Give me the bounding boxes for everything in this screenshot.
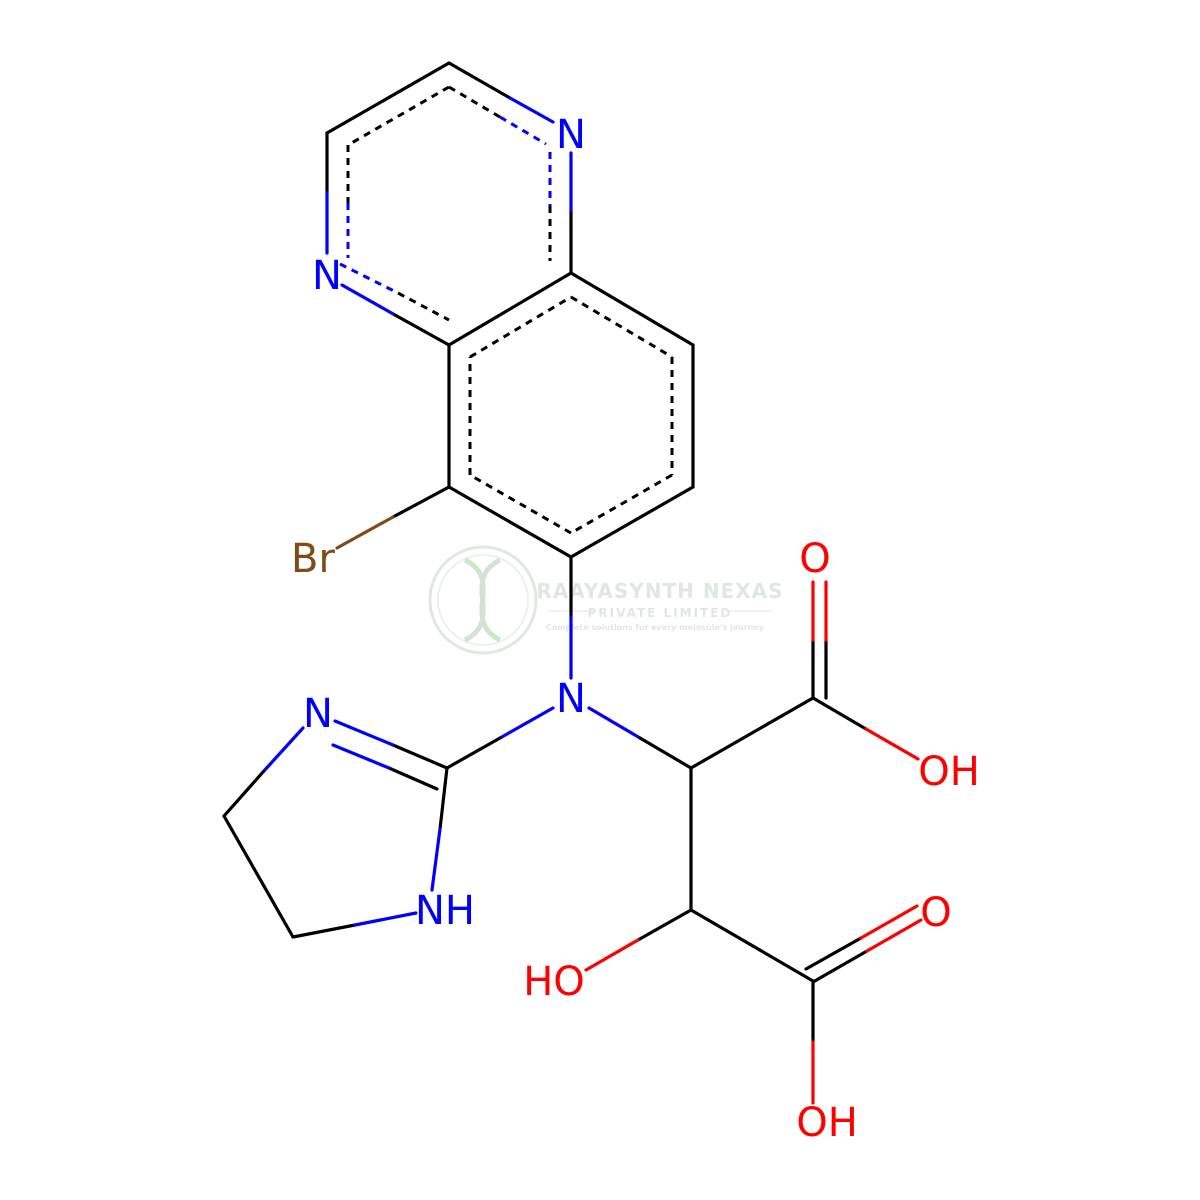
bond — [331, 743, 391, 770]
nitrogen-atom-label: N — [556, 112, 586, 158]
bond — [387, 766, 439, 791]
hydroxyl-atom-label: HO — [523, 959, 585, 1005]
bond — [222, 814, 295, 939]
bond — [353, 911, 418, 927]
watermark-tagline: Complete solutions for every molecule's … — [546, 623, 765, 632]
nitrogen-atom-label: N — [312, 253, 342, 299]
dna-logo — [428, 545, 538, 655]
oxygen-atom-label: O — [920, 890, 951, 936]
bond — [689, 696, 815, 770]
bond — [804, 936, 863, 971]
bond — [498, 706, 555, 740]
bond — [335, 515, 395, 550]
aromatic-bond — [570, 295, 673, 359]
bond — [391, 743, 449, 770]
watermark: RAAYASYNTH NEXAS PRIVATE LIMITED Complet… — [428, 545, 783, 655]
nh-atom-label: NH — [415, 888, 475, 934]
bond — [587, 706, 642, 740]
watermark-title: RAAYASYNTH NEXAS — [536, 579, 783, 603]
bond — [864, 727, 920, 761]
aromatic-bond — [499, 115, 547, 146]
aromatic-bond — [397, 291, 450, 322]
aromatic-bond — [448, 85, 501, 119]
bond — [430, 827, 442, 892]
bond — [447, 271, 573, 347]
nitrogen-atom-label: N — [303, 691, 333, 737]
bond — [291, 923, 357, 939]
bond — [865, 918, 923, 953]
bond — [438, 766, 449, 831]
bond — [325, 61, 451, 135]
bond — [811, 949, 869, 984]
oxygen-atom-label: O — [799, 536, 830, 582]
bond — [222, 770, 265, 818]
bond — [636, 908, 693, 942]
aromatic-bond — [570, 473, 673, 535]
bond — [569, 271, 695, 347]
aromatic-bond — [339, 262, 399, 295]
bond — [340, 283, 397, 317]
hydroxyl-atom-label: OH — [918, 749, 980, 795]
hydroxyl-atom-label: OH — [796, 1100, 858, 1146]
bond — [508, 96, 555, 124]
bond — [569, 485, 695, 559]
bond — [447, 485, 573, 559]
bond — [391, 485, 451, 519]
bond — [261, 726, 305, 774]
bond — [447, 61, 512, 100]
bond — [638, 736, 693, 770]
aromatic-bond — [347, 85, 450, 147]
aromatic-bonds — [339, 85, 674, 535]
bond — [859, 904, 919, 940]
watermark-subtitle: PRIVATE LIMITED — [588, 606, 733, 620]
aromatic-bond — [469, 295, 572, 359]
bond — [393, 313, 451, 347]
bond — [445, 736, 502, 770]
bond — [811, 696, 868, 731]
nitrogen-atom-label: N — [556, 676, 586, 722]
bonds — [222, 61, 923, 1105]
bond — [584, 938, 640, 972]
aromatic-bond — [469, 473, 572, 535]
bromine-atom-label: Br — [291, 536, 335, 582]
bond — [689, 908, 815, 983]
bond — [333, 719, 395, 747]
atom-labels: N N Br N N NH O OH O HO OH — [291, 112, 980, 1146]
